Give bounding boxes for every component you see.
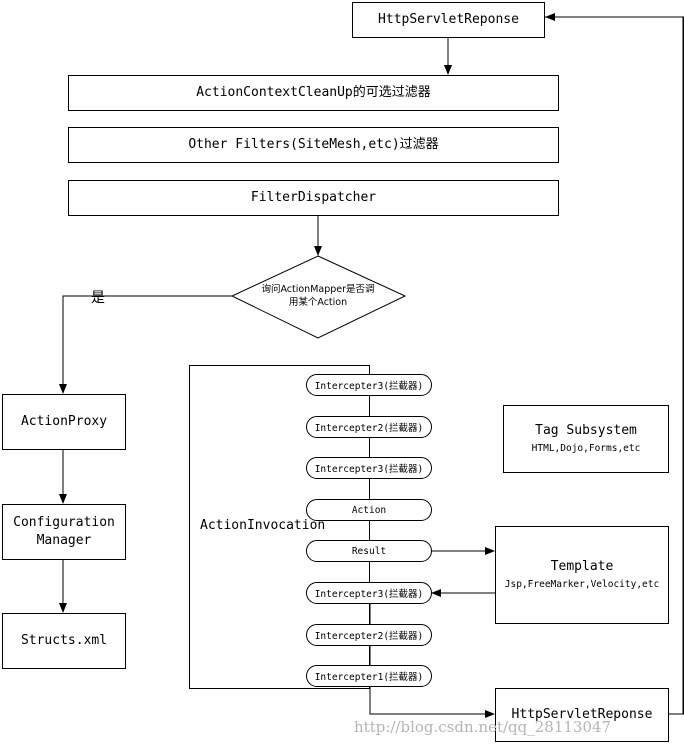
intercepter-3-top-label: Intercepter3(拦截器) <box>314 381 424 392</box>
template: Template Jsp,FreeMarker,Velocity,etc <box>495 526 669 624</box>
configuration-manager-line2: Manager <box>36 533 92 548</box>
http-response-bottom-label: HttpServletReponse <box>511 707 653 723</box>
tag-subsystem-subtitle: HTML,Dojo,Forms,etc <box>531 443 641 455</box>
template-subtitle: Jsp,FreeMarker,Velocity,etc <box>504 579 660 591</box>
http-response-bottom: HttpServletReponse <box>495 688 669 742</box>
result-step: Result <box>306 540 432 562</box>
result-step-label: Result <box>351 545 387 557</box>
intercepter-2-top: Intercepter2(拦截器) <box>306 416 432 438</box>
http-response-top-label: HttpServletReponse <box>378 12 519 28</box>
decision-label-line2: 用某个Action <box>288 296 348 308</box>
action-proxy: ActionProxy <box>2 394 126 450</box>
arrow-intercepter-to-response <box>369 687 495 718</box>
template-title: Template <box>550 558 614 574</box>
intercepter-2-top-label: Intercepter2(拦截器) <box>314 423 424 434</box>
intercepter-3-top: Intercepter3(拦截器) <box>306 374 432 396</box>
watermark: http://blog.csdn.net/qq_28113047 <box>354 718 612 736</box>
structs-xml: Structs.xml <box>2 613 126 669</box>
filter-dispatcher-label: FilterDispatcher <box>250 190 377 206</box>
intercepter-3-return: Intercepter3(拦截器) <box>306 582 432 604</box>
action-step-label: Action <box>351 504 387 516</box>
structs-xml-label: Structs.xml <box>20 633 108 649</box>
intercepter-1-return: Intercepter1(拦截器) <box>306 665 432 687</box>
filter-dispatcher: FilterDispatcher <box>68 180 559 216</box>
tag-subsystem-title: Tag Subsystem <box>535 422 637 438</box>
action-step: Action <box>306 499 432 521</box>
arrow-decision-to-proxy <box>59 295 232 394</box>
action-invocation-label: ActionInvocation <box>200 518 326 534</box>
intercepter-3-mid-label: Intercepter3(拦截器) <box>314 464 424 475</box>
http-response-top: HttpServletReponse <box>352 2 545 38</box>
tag-subsystem: Tag Subsystem HTML,Dojo,Forms,etc <box>503 405 669 473</box>
decision-diamond <box>230 255 407 339</box>
intercepter-3-mid: Intercepter3(拦截器) <box>306 457 432 479</box>
configuration-manager: Configuration Manager <box>2 504 126 560</box>
other-filters: Other Filters(SiteMesh,etc)过滤器 <box>68 127 559 163</box>
intercepter-1-return-label: Intercepter1(拦截器) <box>314 672 424 683</box>
decision-label-line1: 询问ActionMapper是否调 <box>261 284 375 295</box>
other-filters-label: Other Filters(SiteMesh,etc)过滤器 <box>188 137 439 153</box>
intercepter-2-return: Intercepter2(拦截器) <box>306 624 432 646</box>
action-proxy-label: ActionProxy <box>20 414 108 430</box>
decision-label: 询问ActionMapper是否调 用某个Action <box>250 284 386 310</box>
configuration-manager-line1: Configuration <box>13 515 115 531</box>
cleanup-filter-label: ActionContextCleanUp的可选过滤器 <box>196 85 431 101</box>
cleanup-filter: ActionContextCleanUp的可选过滤器 <box>68 75 559 111</box>
yes-label: 是 <box>91 290 105 306</box>
intercepter-2-return-label: Intercepter2(拦截器) <box>314 631 424 642</box>
intercepter-3-return-label: Intercepter3(拦截器) <box>314 589 424 600</box>
